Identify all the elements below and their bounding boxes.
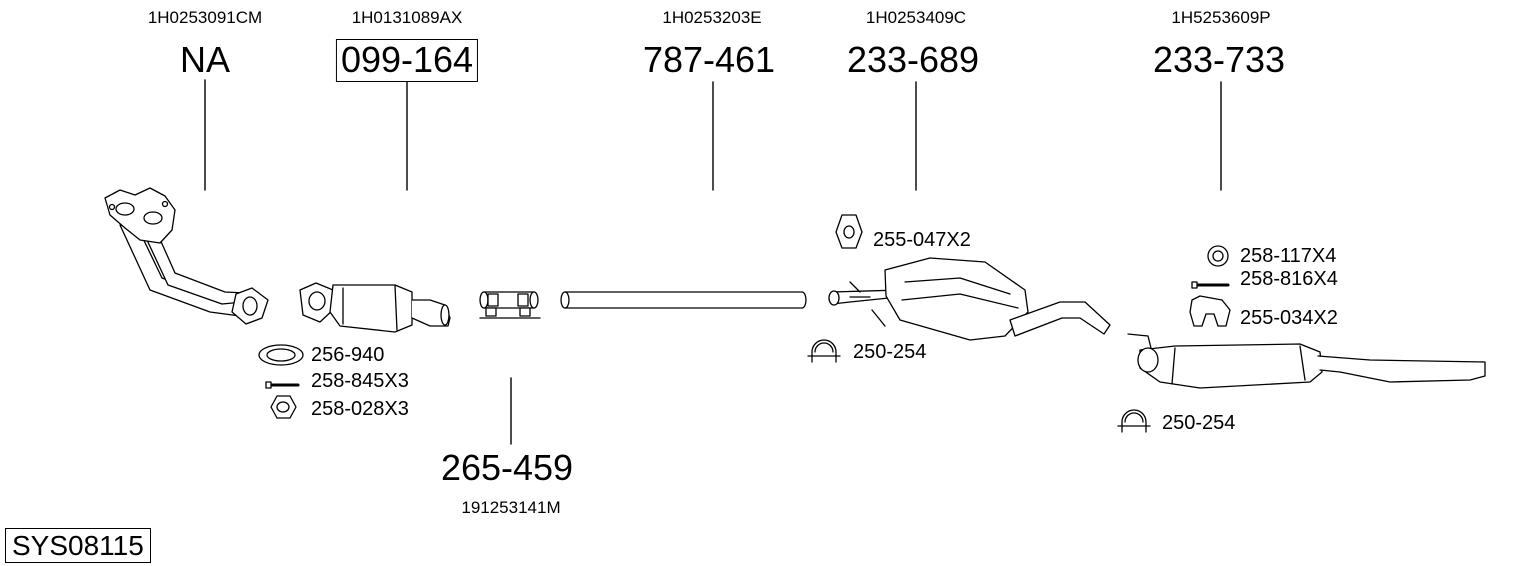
leader-lines bbox=[204, 79, 1222, 445]
bracket-icon[interactable] bbox=[1189, 295, 1231, 327]
part-number-connector[interactable]: 265-459 bbox=[440, 447, 574, 488]
oe-number-rear-silencer: 1H5253609P bbox=[1171, 8, 1271, 27]
accessory-label-clamp-rear[interactable]: 250-254 bbox=[1162, 412, 1236, 434]
accessory-label-bracket[interactable]: 255-034X2 bbox=[1240, 307, 1338, 329]
part-number-rear-silencer[interactable]: 233-733 bbox=[1152, 39, 1286, 80]
accessory-label-gasket[interactable]: 256-940 bbox=[311, 344, 385, 366]
accessory-label-clamp-middle[interactable]: 250-254 bbox=[853, 341, 927, 363]
accessory-label-washer[interactable]: 258-117X4 bbox=[1240, 245, 1337, 267]
catalyst-part[interactable] bbox=[299, 282, 451, 333]
oe-number-catalyst: 1H0131089AX bbox=[351, 8, 463, 27]
nut-icon[interactable] bbox=[270, 395, 297, 419]
bolt-icon[interactable] bbox=[265, 381, 300, 389]
oe-number-middle-silencer: 1H0253409C bbox=[865, 8, 967, 27]
accessory-label-nut[interactable]: 258-028X3 bbox=[311, 398, 409, 420]
accessory-label-rubber-mount[interactable]: 255-047X2 bbox=[873, 229, 971, 251]
accessory-label-bolt-rear[interactable]: 258-816X4 bbox=[1240, 268, 1338, 290]
rubber-mount-icon[interactable] bbox=[835, 214, 863, 249]
system-code: SYS08115 bbox=[5, 528, 151, 563]
part-number-front-pipe[interactable]: NA bbox=[179, 39, 231, 80]
middle-silencer-part[interactable] bbox=[828, 257, 1111, 341]
oe-number-connector: 191253141M bbox=[461, 498, 561, 517]
part-number-middle-silencer[interactable]: 233-689 bbox=[846, 39, 980, 80]
accessory-label-bolt[interactable]: 258-845X3 bbox=[311, 370, 409, 392]
part-number-middle-pipe[interactable]: 787-461 bbox=[642, 39, 776, 80]
clamp-icon-middle[interactable] bbox=[807, 339, 841, 363]
connector-part[interactable] bbox=[479, 291, 541, 319]
middle-pipe-part[interactable] bbox=[560, 291, 807, 309]
front-pipe-part[interactable] bbox=[104, 187, 269, 325]
clamp-icon-rear[interactable] bbox=[1117, 409, 1151, 433]
bolt-icon-rear[interactable] bbox=[1191, 281, 1230, 289]
washer-icon[interactable] bbox=[1207, 245, 1229, 267]
gasket-icon[interactable] bbox=[258, 344, 304, 366]
oe-number-front-pipe: 1H0253091CM bbox=[147, 8, 263, 27]
oe-number-middle-pipe: 1H0253203E bbox=[662, 8, 762, 27]
rear-silencer-part[interactable] bbox=[1127, 333, 1486, 389]
